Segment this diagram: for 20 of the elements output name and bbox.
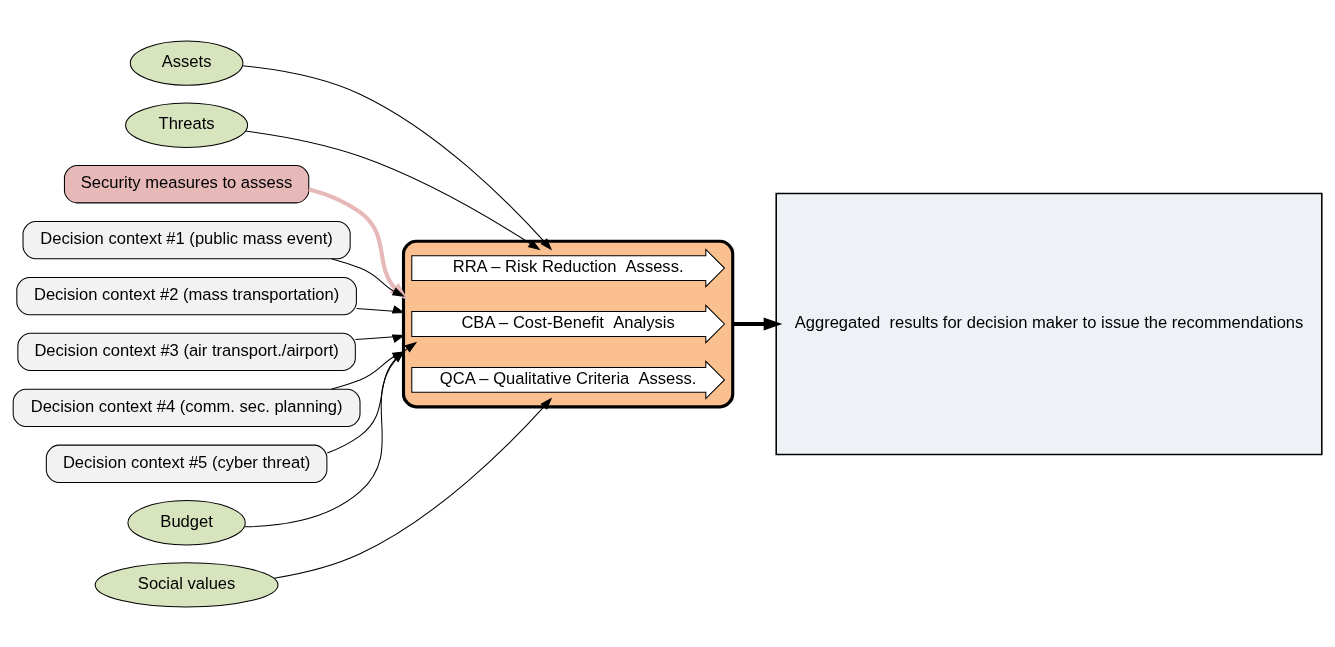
arrow [732, 316, 783, 331]
arrow [354, 334, 405, 343]
node-ellipse: Assets [129, 39, 244, 86]
node-box: Security measures to assess [63, 164, 310, 203]
node-box: Aggregated results for decision maker to issue the recommendations [775, 192, 1323, 455]
arrow [242, 64, 553, 250]
arrow [244, 341, 418, 527]
arrow [356, 304, 405, 314]
node-ellipse: Social values [94, 561, 279, 608]
node-box: Decision context #1 (public mass event) [22, 220, 351, 259]
arrow [308, 186, 409, 300]
arrow [244, 130, 541, 250]
node-box: Decision context #4 (comm. sec. planning) [12, 388, 361, 427]
node-box: Decision context #2 (mass transportation) [16, 276, 357, 315]
node-ellipse: Threats [125, 102, 249, 148]
node-box: Decision context #5 (cyber threat) [45, 444, 328, 483]
node-ellipse: Budget [127, 499, 246, 545]
node-box: Decision context #3 (air transport./airport) [17, 332, 356, 371]
arrow [330, 257, 405, 297]
arrow [273, 397, 553, 579]
